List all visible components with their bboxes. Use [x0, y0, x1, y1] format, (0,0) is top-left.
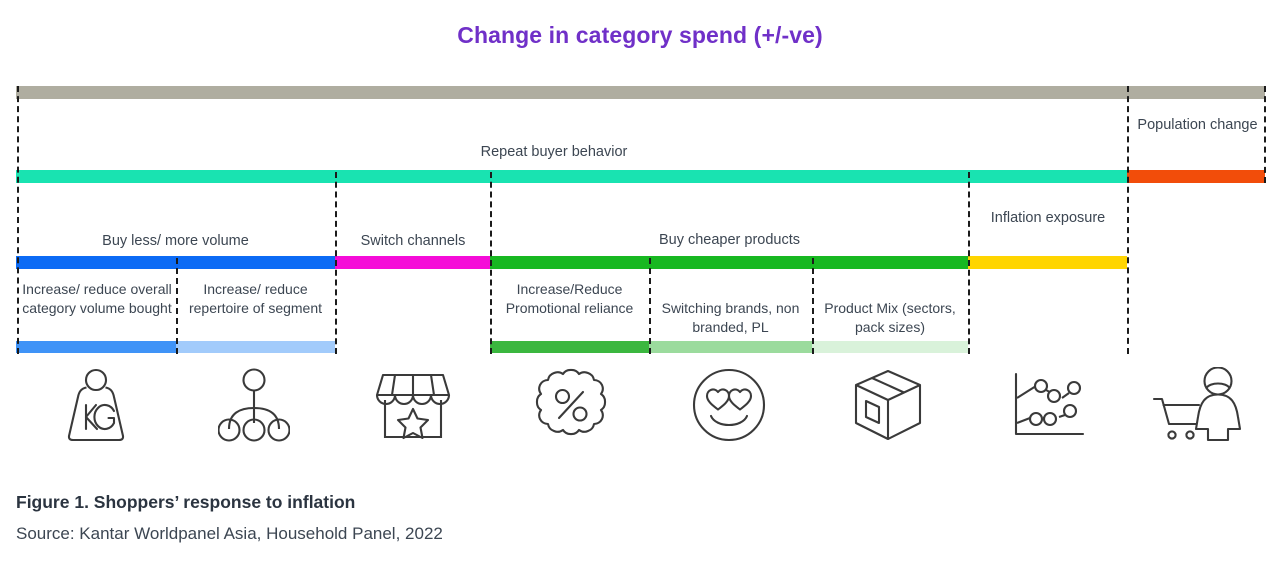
divider-population-change: [1127, 86, 1129, 354]
label-buy-cheaper-products: Buy cheaper products: [658, 232, 801, 248]
buy-less-more-volume-bar: [16, 256, 335, 269]
divider-switching-productmix: [812, 258, 814, 354]
icon-cell-product-box: [828, 365, 948, 445]
label-population-change-text: Population change: [1137, 117, 1258, 133]
figure-caption: Figure 1. Shoppers’ response to inflatio…: [16, 492, 356, 512]
total-spend-bar: [16, 86, 1265, 99]
weight-kg-icon: [67, 368, 125, 442]
divider-promo-switching: [649, 258, 651, 354]
figure-source: Source: Kantar Worldpanel Asia, Househol…: [16, 524, 443, 543]
label-overall-category-volume: Increase/ reduce overall category volume…: [22, 281, 172, 316]
icon-cell-storefront-star: [353, 365, 473, 445]
repertoire-of-segment-bar: [176, 341, 335, 353]
population-change-bar: [1127, 170, 1265, 183]
product-mix-bar: [812, 341, 968, 353]
label-population-change: Population change: [1131, 116, 1264, 135]
switch-channels-bar: [335, 256, 490, 269]
promotional-reliance-bar: [490, 341, 649, 353]
label-inflation-exposure: Inflation exposure: [990, 210, 1106, 226]
icon-cell-segment-hierarchy: [194, 365, 314, 445]
label-product-mix: Product Mix (sectors, pack sizes): [824, 300, 956, 335]
shopper-cart-icon: [1152, 367, 1242, 442]
repeat-buyer-bar: [16, 170, 1127, 183]
icon-cell-line-chart: [988, 365, 1108, 445]
divider-volume-repertoire: [176, 258, 178, 354]
label-repeat-buyer-behavior: Repeat buyer behavior: [480, 144, 628, 160]
divider-switch-channels-start: [335, 172, 337, 354]
heart-eyes-smiley-icon: [692, 368, 766, 442]
divider-inflation-exposure-start: [968, 172, 970, 354]
label-switch-channels: Switch channels: [360, 233, 466, 249]
page-title: Change in category spend (+/-ve): [457, 22, 823, 48]
icon-cell-shopper-cart: [1140, 365, 1260, 445]
icon-cell-heart-eyes-smiley: [669, 365, 789, 445]
divider-right-edge: [1264, 86, 1266, 183]
divider-left-edge: [17, 86, 19, 354]
label-repertoire-of-segment: Increase/ reduce repertoire of segment: [188, 281, 323, 316]
product-box-icon: [854, 369, 922, 441]
discount-percent-icon: [535, 368, 607, 436]
line-chart-icon: [1014, 372, 1085, 436]
label-promotional-reliance: Increase/Reduce Promotional reliance: [505, 281, 634, 316]
inflation-exposure-bar: [968, 256, 1127, 269]
label-switching-brands: Switching brands, non branded, PL: [661, 300, 800, 335]
divider-buy-cheaper-start: [490, 172, 492, 354]
icon-cell-discount-percent: [511, 365, 631, 445]
segment-hierarchy-icon: [218, 368, 290, 442]
label-buy-less-more-volume: Buy less/ more volume: [102, 233, 249, 249]
switching-brands-bar: [649, 341, 812, 353]
icon-cell-weight-kg: [36, 365, 156, 445]
storefront-star-icon: [375, 373, 451, 440]
buy-cheaper-products-bar: [490, 256, 968, 269]
overall-category-volume-bar: [16, 341, 176, 353]
